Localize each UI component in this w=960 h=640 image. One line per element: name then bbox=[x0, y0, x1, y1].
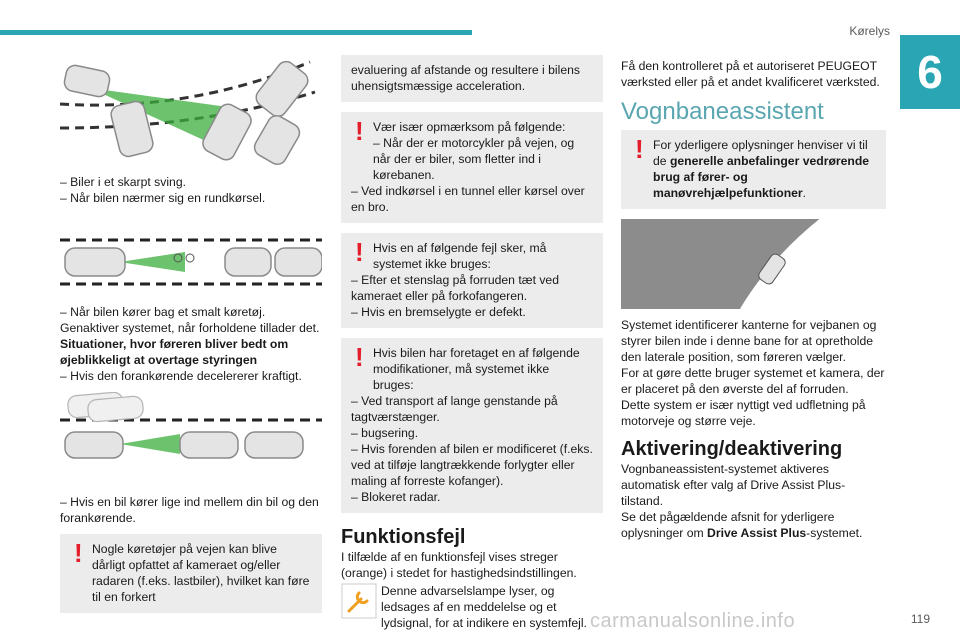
column-3: Få den kontrolleret på et autoriseret PE… bbox=[621, 58, 886, 541]
warning-box: ! Hvis en af følgende fejl sker, må syst… bbox=[341, 233, 603, 328]
warning-text: For yderligere oplysninger henviser vi t… bbox=[653, 138, 868, 168]
curve-road-illustration bbox=[60, 60, 316, 166]
section-heading: Aktivering/deaktivering bbox=[621, 438, 843, 460]
paragraph: I tilfælde af en funktionsfejl vises str… bbox=[341, 550, 577, 580]
paragraph: Denne advarselslampe lyser, og ledsages … bbox=[381, 584, 587, 630]
warning-text: – Efter et stenslag på forruden tæt ved … bbox=[351, 273, 559, 303]
chapter-tab: 6 bbox=[900, 35, 960, 109]
bold-term: Drive Assist Plus bbox=[707, 526, 807, 540]
wrench-warning-icon bbox=[341, 583, 377, 619]
section-heading: Funktionsfejl bbox=[341, 526, 466, 548]
warning-text: evaluering af afstande og resultere i bi… bbox=[351, 63, 580, 93]
lane-keeping-illustration bbox=[621, 219, 883, 309]
warning-continued-box: evaluering af afstande og resultere i bi… bbox=[341, 55, 603, 102]
paragraph: Se det pågældende afsnit for yderligere … bbox=[621, 510, 835, 540]
page-number: 119 bbox=[910, 612, 930, 626]
warning-text: – bugsering. bbox=[351, 426, 419, 440]
warning-text: – Hvis forenden af bilen er modificeret … bbox=[351, 442, 593, 488]
list-item: – Biler i et skarpt sving. bbox=[60, 175, 186, 189]
list-item: – Når bilen kører bag et smalt køretøj. bbox=[60, 305, 266, 319]
warning-box: ! For yderligere oplysninger henviser vi… bbox=[621, 130, 886, 209]
warning-text: – Ved indkørsel i en tunnel eller kørsel… bbox=[351, 184, 585, 214]
warning-bold-text: generelle anbefalinger vedrørende brug a… bbox=[653, 154, 870, 200]
paragraph: Genaktiver systemet, når forholdene till… bbox=[60, 321, 320, 335]
warning-box: ! Nogle køretøjer på vejen kan blive dår… bbox=[60, 534, 322, 613]
exclamation-icon: ! bbox=[74, 538, 83, 568]
list-item: – Hvis en bil kører lige ind mellem din … bbox=[60, 495, 319, 525]
watermark: carmanualsonline.info bbox=[590, 610, 796, 632]
column-1: – Biler i et skarpt sving. – Når bilen n… bbox=[60, 58, 322, 613]
paragraph: For at gøre dette bruger systemet et kam… bbox=[621, 366, 885, 396]
warning-text: Nogle køretøjer på vejen kan blive dårli… bbox=[92, 542, 310, 604]
page-heading: Vognbaneassistent bbox=[621, 98, 824, 125]
warning-text: Hvis bilen har foretaget en af følgende … bbox=[373, 346, 580, 392]
column-2: evaluering af afstande og resultere i bi… bbox=[341, 55, 603, 631]
exclamation-icon: ! bbox=[355, 342, 364, 372]
warning-text: Hvis en af følgende fejl sker, må system… bbox=[373, 241, 547, 271]
paragraph: Dette system er især nyttigt ved udfletn… bbox=[621, 398, 866, 428]
warning-text: . bbox=[802, 186, 807, 200]
header-accent-bar bbox=[0, 30, 472, 35]
paragraph: -systemet. bbox=[806, 526, 863, 540]
narrow-vehicle-illustration bbox=[60, 238, 322, 286]
paragraph: Systemet identificerer kanterne for vejb… bbox=[621, 318, 877, 364]
exclamation-icon: ! bbox=[635, 134, 644, 164]
exclamation-icon: ! bbox=[355, 116, 364, 146]
warning-box: ! Hvis bilen har foretaget en af følgend… bbox=[341, 338, 603, 513]
section-title: Kørelys bbox=[849, 24, 890, 38]
paragraph: Vognbaneassistent-systemet aktiveres aut… bbox=[621, 462, 846, 508]
warning-box: ! Vær især opmærksom på følgende: – Når … bbox=[341, 112, 603, 223]
list-item: – Hvis den forankørende decelererer kraf… bbox=[60, 369, 302, 383]
warning-text: – Ved transport af lange genstande på ta… bbox=[351, 394, 558, 424]
warning-text: Vær især opmærksom på følgende: bbox=[373, 120, 566, 134]
bold-subheading: Situationer, hvor føreren bliver bedt om… bbox=[60, 337, 289, 367]
warning-text: – Blokeret radar. bbox=[351, 490, 441, 504]
deceleration-illustration bbox=[60, 392, 322, 459]
exclamation-icon: ! bbox=[355, 237, 364, 267]
paragraph: Få den kontrolleret på et autoriseret PE… bbox=[621, 59, 880, 89]
warning-text: – Hvis en bremselygte er defekt. bbox=[351, 305, 526, 319]
warning-text: – Når der er motorcykler på vejen, og nå… bbox=[373, 136, 575, 182]
list-item: – Når bilen nærmer sig en rundkørsel. bbox=[60, 191, 266, 205]
